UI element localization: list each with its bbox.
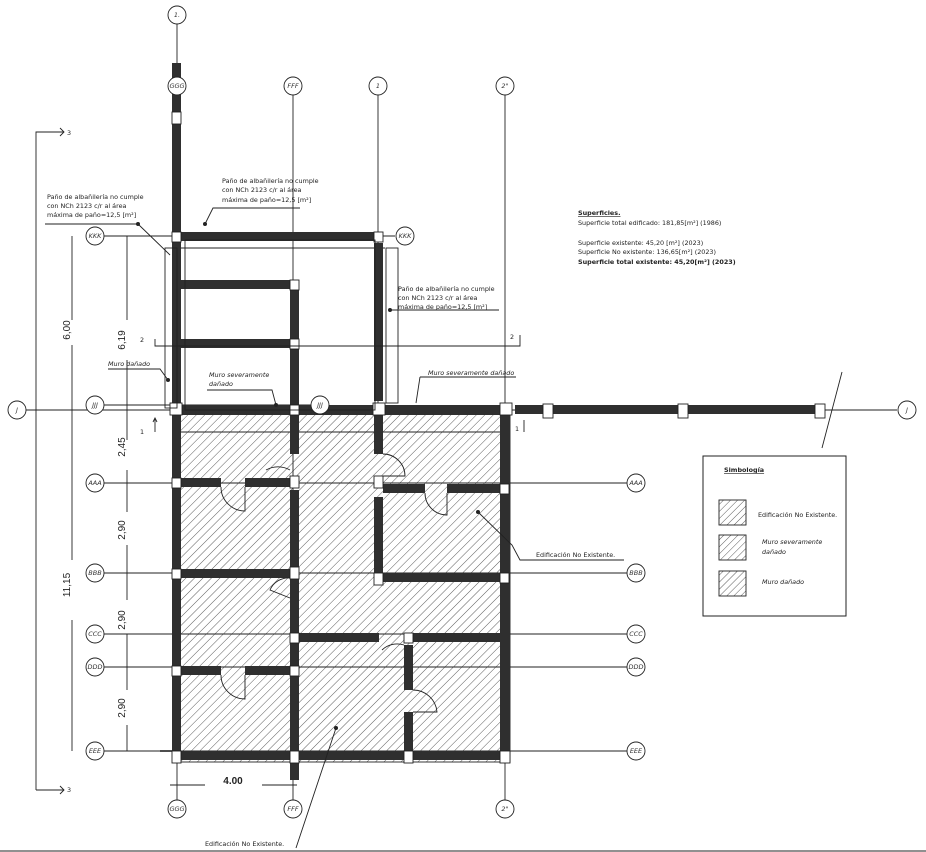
- superficies-total: Superficie total existente: 45,20[m²] (2…: [578, 258, 736, 266]
- annotation-edif-no-exist-right: Edificación No Existente.: [536, 551, 615, 559]
- dim-6-19: 6,19: [117, 330, 128, 350]
- legend-swatch-severe-damage: [718, 534, 747, 561]
- section-marks: [35, 127, 525, 795]
- annotation-pano-right: Paño de albañilería no cumple con NCh 21…: [398, 285, 495, 311]
- axis-ggg-top: GGG: [169, 82, 184, 90]
- axis-2-bottom: 2": [501, 805, 508, 813]
- annotation-muro-sev-left-2: dañado: [209, 380, 233, 388]
- svg-text:máxima de paño=12,5 [m²]: máxima de paño=12,5 [m²]: [47, 211, 136, 219]
- svg-text:máxima de paño=12,5 [m²]: máxima de paño=12,5 [m²]: [398, 303, 487, 311]
- axis-jjj-mid: JJJ: [315, 401, 323, 409]
- section-3-bottom-label: 3: [67, 786, 71, 794]
- door-swings: [220, 453, 448, 713]
- superficies-line-1: Superficie total edificado: 181,85[m²] (…: [578, 219, 721, 227]
- axis-j-right: J: [904, 406, 908, 414]
- non-existent-building-area: [174, 413, 511, 763]
- svg-text:Paño de albañilería no cumple: Paño de albañilería no cumple: [47, 193, 144, 201]
- svg-text:Paño de albañilería no cumple: Paño de albañilería no cumple: [222, 177, 319, 185]
- axis-ggg-bottom: GGG: [169, 805, 184, 813]
- superficies-line-3: Superficie No existente: 136,65[m²] (202…: [578, 248, 716, 256]
- leader-dots: [136, 222, 480, 730]
- legend-box: Simbología Edificación No Existente. Mur…: [702, 455, 847, 617]
- legend-label-non-existent: Edificación No Existente.: [758, 511, 837, 519]
- superficies-title: Superficies.: [578, 209, 621, 217]
- section-2-left-label: 2: [140, 336, 144, 344]
- dim-11-15: 11,15: [62, 572, 73, 597]
- legend-swatch-non-existent: [718, 499, 747, 526]
- axis-eee-right: EEE: [630, 747, 643, 755]
- section-2-right-label: 2: [510, 333, 514, 341]
- axis-kkk-left: KKK: [89, 232, 103, 240]
- dimension-lines: [71, 236, 297, 786]
- annotation-edif-no-exist-bottom: Edificación No Existente.: [205, 840, 284, 848]
- axis-bbb-left: BBB: [88, 569, 102, 577]
- axis-ddd-left: DDD: [87, 663, 102, 671]
- annotation-pano-top: Paño de albañilería no cumple con NCh 21…: [222, 177, 319, 204]
- svg-text:máxima de paño=12,5 [m²]: máxima de paño=12,5 [m²]: [222, 196, 311, 204]
- section-3-top-label: 3: [67, 129, 71, 137]
- svg-text:con NCh 2123 c/r al área: con NCh 2123 c/r al área: [398, 294, 478, 302]
- axis-j-left: J: [14, 406, 18, 414]
- axis-eee-left: EEE: [89, 747, 102, 755]
- panel-outlines: [164, 239, 399, 411]
- axis-fff-bottom: FFF: [287, 805, 298, 813]
- axis-kkk-right: KKK: [399, 232, 413, 240]
- legend-label-severe-1: Muro severamente: [762, 538, 822, 546]
- dim-2-45: 2,45: [117, 437, 128, 457]
- svg-text:Paño de albañilería no cumple: Paño de albañilería no cumple: [398, 285, 495, 293]
- axis-jjj-left: JJJ: [90, 401, 98, 409]
- svg-text:con NCh 2123 c/r al área: con NCh 2123 c/r al área: [222, 186, 302, 194]
- svg-text:con NCh 2123 c/r al área: con NCh 2123 c/r al área: [47, 202, 127, 210]
- axis-labels: 1. GGG FFF 1 2" KKK KKK JJJ JJJ J J AAA …: [14, 11, 908, 813]
- annotation-muro-sev-left-1: Muro severamente: [209, 371, 269, 379]
- axis-aaa-right: AAA: [628, 479, 642, 487]
- superficies-line-2: Superficie existente: 45,20 [m²] (2023): [578, 239, 703, 247]
- superficies-block: Superficies. Superficie total edificado:…: [578, 209, 736, 266]
- legend-label-damaged: Muro dañado: [762, 578, 804, 586]
- dim-6-00: 6,00: [62, 320, 73, 340]
- axis-1-top: 1: [376, 82, 380, 90]
- axis-ccc-right: CCC: [629, 630, 643, 638]
- axis-bbb-right: BBB: [629, 569, 643, 577]
- axis-fff-top: FFF: [287, 82, 298, 90]
- annotation-muro-danado: Muro dañado: [108, 360, 150, 368]
- axis-ddd-right: DDD: [628, 663, 643, 671]
- axis-ccc-left: CCC: [88, 630, 102, 638]
- annotation-muro-sev-right: Muro severamente dañado: [428, 369, 514, 377]
- legend-title: Simbología: [724, 466, 764, 474]
- dim-2-90-c: 2,90: [117, 698, 128, 718]
- axis-1-dot: 1.: [174, 11, 180, 19]
- section-1-left-label: 1: [140, 428, 144, 436]
- columns: [169, 111, 826, 764]
- legend-label-severe-2: dañado: [762, 548, 786, 556]
- annotation-pano-left: Paño de albañilería no cumple con NCh 21…: [47, 193, 144, 219]
- legend-swatch-damaged: [718, 570, 747, 597]
- axis-2-top: 2": [501, 82, 508, 90]
- dim-2-90-a: 2,90: [117, 520, 128, 540]
- dim-4-00: 4.00: [223, 776, 243, 787]
- section-1-right-label: 1: [515, 425, 519, 433]
- axis-bubbles: [7, 5, 917, 819]
- break-line: [821, 371, 843, 449]
- dim-2-90-b: 2,90: [117, 610, 128, 630]
- axis-aaa-left: AAA: [87, 479, 101, 487]
